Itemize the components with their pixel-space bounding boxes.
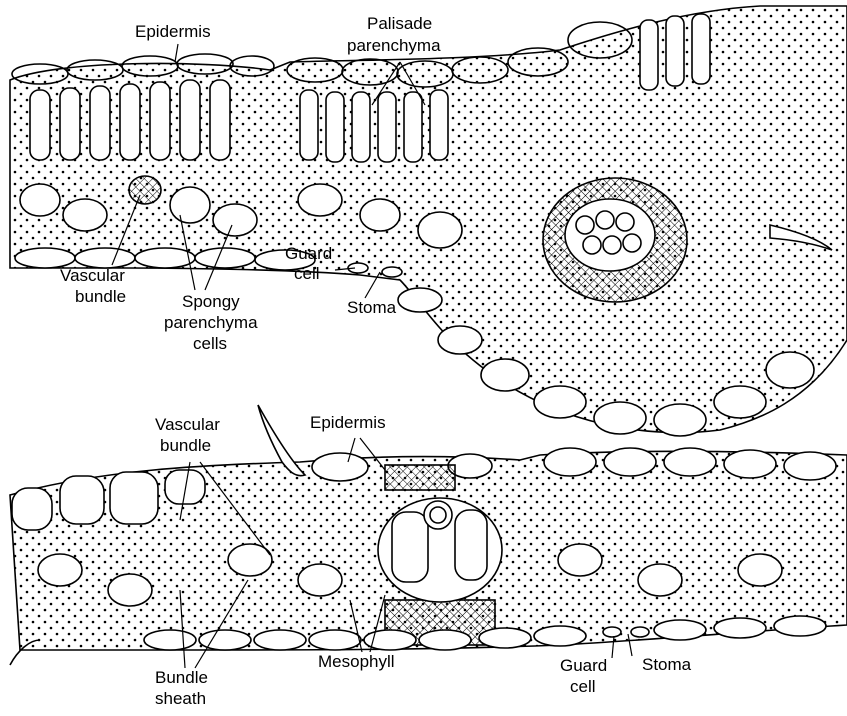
label-epidermis-bottom: Epidermis (310, 413, 386, 433)
bottom-leaf-section (10, 405, 847, 665)
label-vascular-top-line1: Vascular (60, 266, 125, 286)
label-palisade-line2: parenchyma (347, 36, 441, 56)
top-midrib-vascular-bundle (543, 178, 687, 302)
label-bundle-sheath-line1: Bundle (155, 668, 208, 688)
label-vascular-bottom-line1: Vascular (155, 415, 220, 435)
label-stoma-top: Stoma (347, 298, 396, 318)
label-mesophyll: Mesophyll (318, 652, 395, 672)
label-guard-bottom-line2: cell (570, 677, 596, 697)
top-guard-cell (382, 267, 402, 277)
label-spongy-line3: cells (193, 334, 227, 354)
top-leaf-section (10, 6, 847, 436)
label-epidermis-top: Epidermis (135, 22, 211, 42)
bottom-guard-cell (631, 627, 649, 637)
bottom-guard-cell (603, 627, 621, 637)
label-vascular-bottom-line2: bundle (160, 436, 211, 456)
label-stoma-bottom: Stoma (642, 655, 691, 675)
label-guard-top-line1: Guard (285, 244, 332, 264)
label-guard-top-line2: cell (294, 264, 320, 284)
label-bundle-sheath-line2: sheath (155, 689, 206, 709)
label-vascular-top-line2: bundle (75, 287, 126, 307)
label-spongy-line2: parenchyma (164, 313, 258, 333)
label-palisade-line1: Palisade (367, 14, 432, 34)
label-guard-bottom-line1: Guard (560, 656, 607, 676)
top-small-vascular-bundle (129, 176, 161, 204)
label-spongy-line1: Spongy (182, 292, 240, 312)
